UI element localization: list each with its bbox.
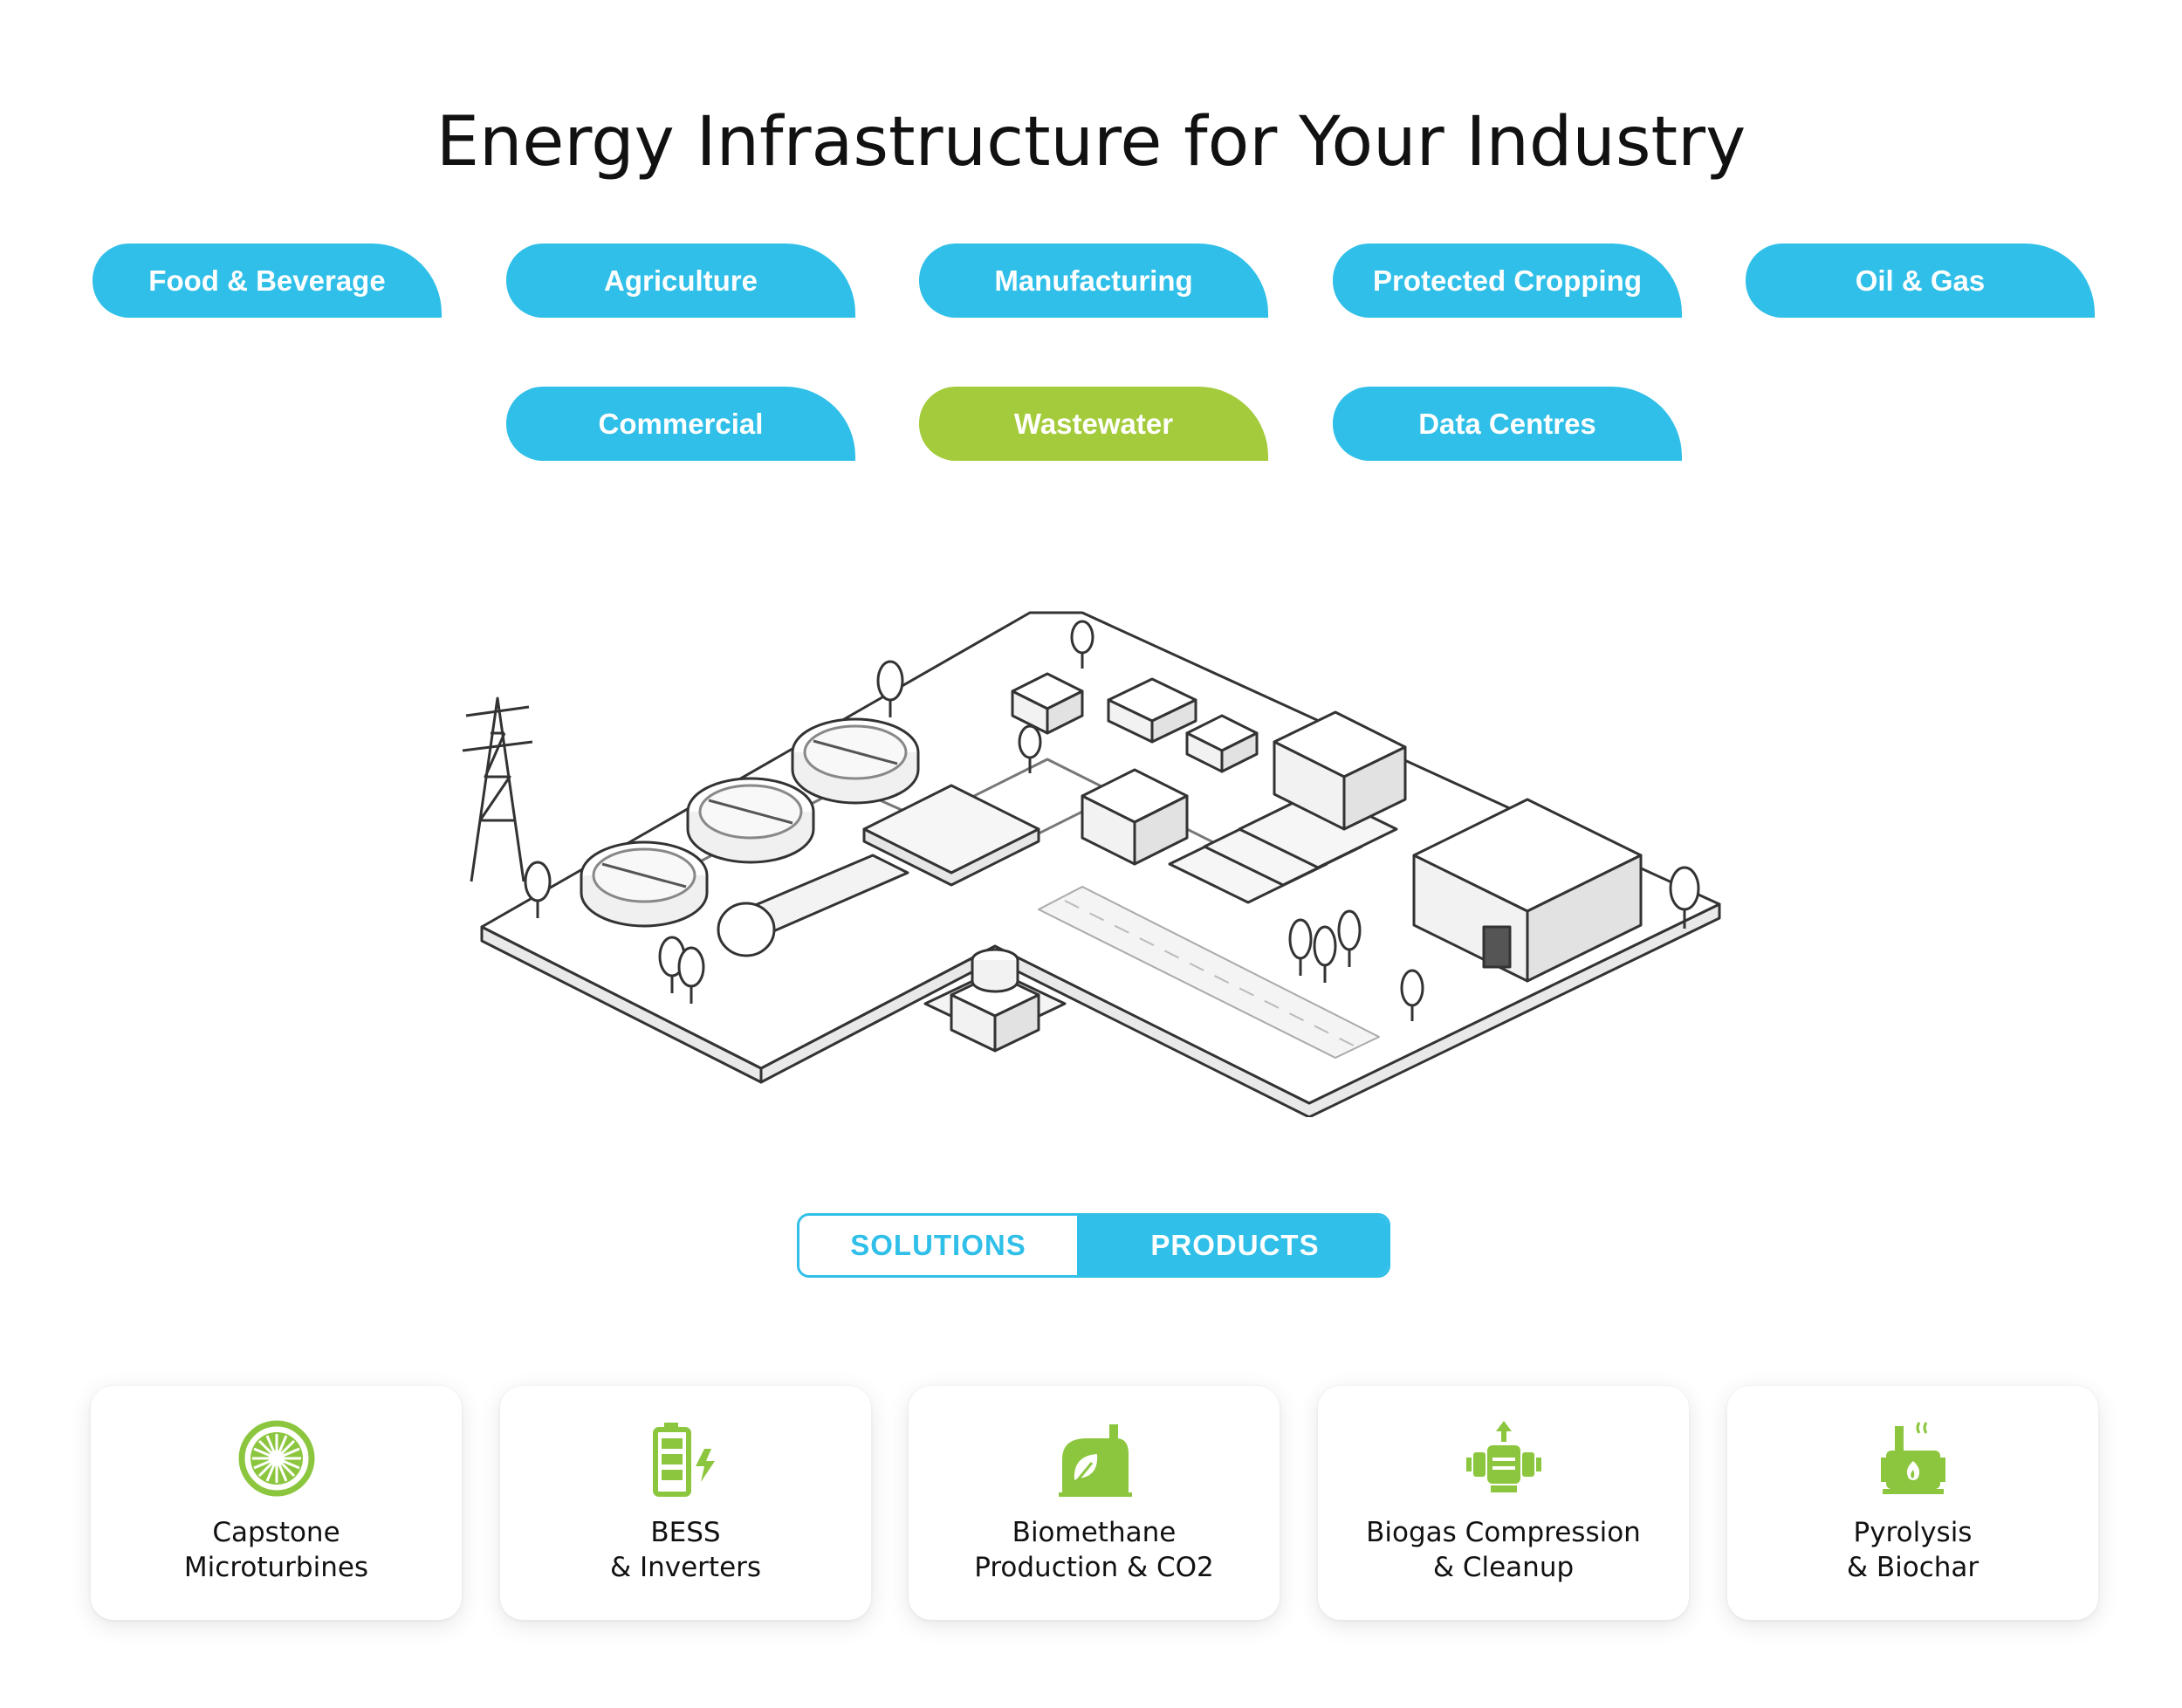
product-card-subtitle: Microturbines xyxy=(183,1552,369,1583)
industry-tab-wastewater[interactable]: Wastewater xyxy=(919,387,1268,461)
biomethane-tank-icon xyxy=(909,1419,1280,1498)
product-card-subtitle: & Inverters xyxy=(609,1552,762,1583)
product-card-biomethane-production[interactable]: Biomethane Production & CO2 xyxy=(909,1386,1280,1620)
product-card-subtitle: & Cleanup xyxy=(1432,1552,1575,1583)
wastewater-plant-illustration xyxy=(462,611,1721,1117)
product-card-title: Biogas Compression xyxy=(1366,1517,1641,1548)
products-tab[interactable]: PRODUCTS xyxy=(1077,1216,1388,1275)
product-card-title: Capstone xyxy=(212,1517,340,1548)
product-card-title: Biomethane xyxy=(1012,1517,1177,1548)
product-card-title: Pyrolysis xyxy=(1853,1517,1973,1548)
industry-tab-agriculture[interactable]: Agriculture xyxy=(506,244,855,318)
product-card-pyrolysis-biochar[interactable]: Pyrolysis & Biochar xyxy=(1727,1386,2098,1620)
product-card-subtitle: & Biochar xyxy=(1846,1552,1980,1583)
solutions-products-toggle: SOLUTIONS PRODUCTS xyxy=(797,1213,1390,1278)
turbine-icon xyxy=(91,1419,462,1498)
product-card-capstone-microturbines[interactable]: Capstone Microturbines xyxy=(91,1386,462,1620)
industry-tab-oil-gas[interactable]: Oil & Gas xyxy=(1746,244,2095,318)
product-card-biogas-compression[interactable]: Biogas Compression & Cleanup xyxy=(1318,1386,1689,1620)
pyrolysis-icon xyxy=(1727,1419,2098,1498)
page-title: Energy Infrastructure for Your Industry xyxy=(436,103,1746,182)
industry-tab-manufacturing[interactable]: Manufacturing xyxy=(919,244,1268,318)
industry-tab-protected-cropping[interactable]: Protected Cropping xyxy=(1333,244,1682,318)
compressor-icon xyxy=(1318,1419,1689,1498)
battery-icon xyxy=(500,1419,871,1498)
product-card-title: BESS xyxy=(650,1517,721,1548)
solutions-tab[interactable]: SOLUTIONS xyxy=(799,1216,1077,1275)
industry-tab-data-centres[interactable]: Data Centres xyxy=(1333,387,1682,461)
product-card-subtitle: Production & CO2 xyxy=(974,1552,1214,1583)
industry-tab-food-beverage[interactable]: Food & Beverage xyxy=(93,244,442,318)
industry-tab-commercial[interactable]: Commercial xyxy=(506,387,855,461)
product-card-bess-inverters[interactable]: BESS & Inverters xyxy=(500,1386,871,1620)
